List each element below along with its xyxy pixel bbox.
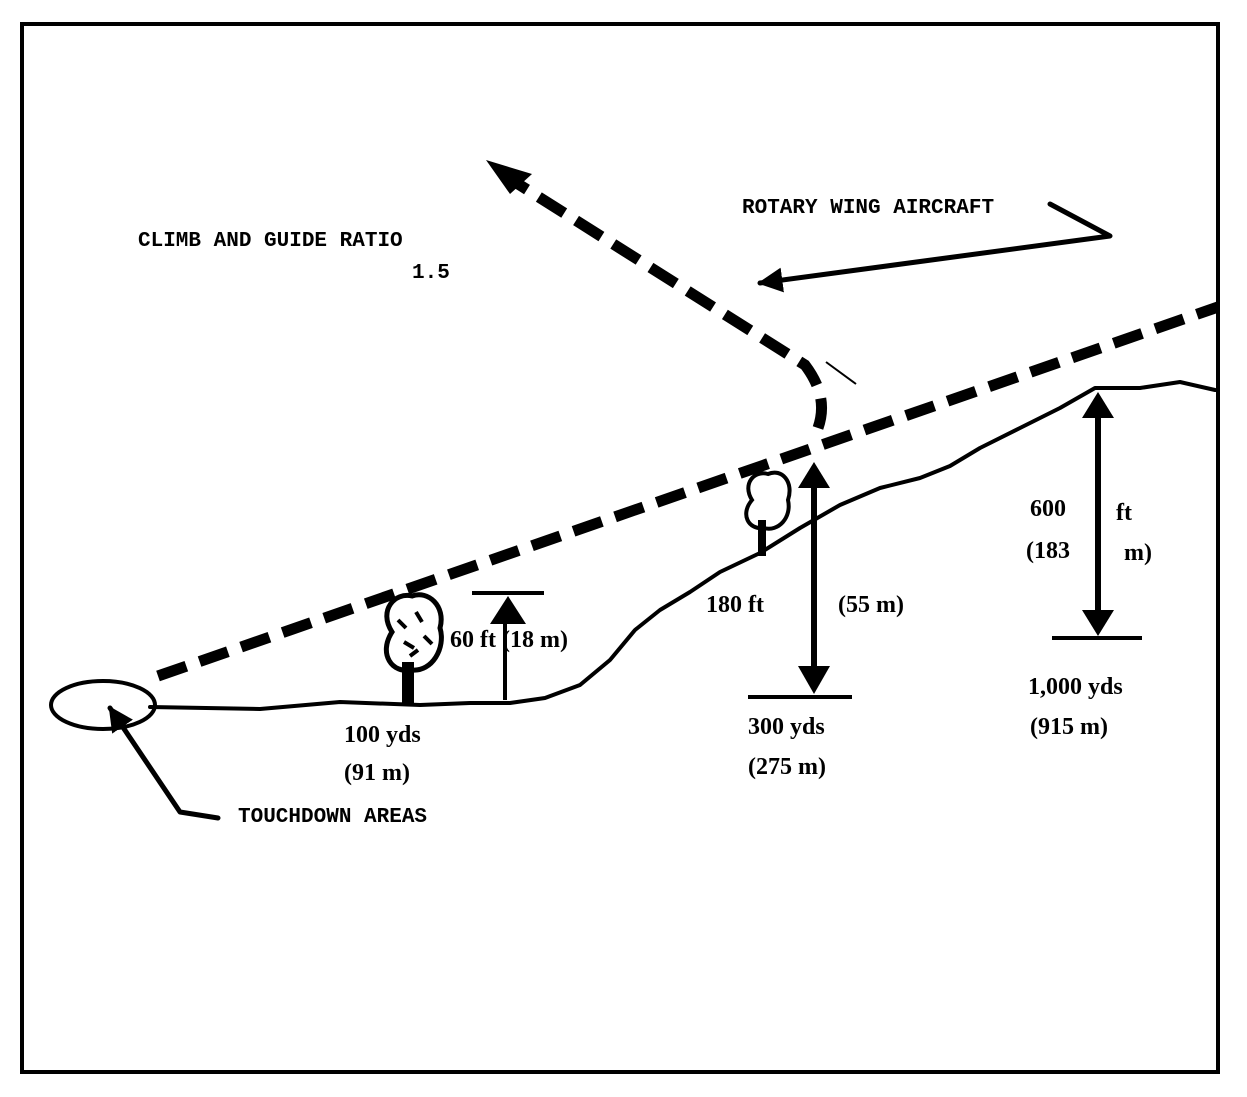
touchdown-label: TOUCHDOWN AREAS: [238, 806, 427, 829]
climb-ratio-value: 1.5: [412, 262, 450, 285]
touchdown-area-shape: [49, 679, 157, 731]
height-600-label-c: (183: [1026, 538, 1070, 564]
rotary-leader: [757, 201, 1113, 293]
distance-1000-yds: 1,000 yds: [1028, 674, 1123, 700]
height-600-label-b: ft: [1116, 500, 1132, 526]
height-600-label-a: 600: [1030, 496, 1066, 522]
distance-100-m: (91 m): [344, 760, 410, 786]
climb-ratio-title: CLIMB AND GUIDE RATIO: [138, 230, 403, 253]
rotary-tick: [825, 361, 857, 385]
terrain-profile: [148, 380, 1217, 711]
distance-300-yds: 300 yds: [748, 714, 825, 740]
rotary-wing-label: ROTARY WING AIRCRAFT: [742, 197, 994, 220]
touchdown-leader: [107, 705, 221, 821]
rotary-arrowhead: [486, 160, 532, 194]
tree-mid-hill: [744, 470, 792, 556]
height-180-ft-label: 180 ft: [706, 592, 764, 618]
rotary-wing-path: [512, 177, 828, 430]
frame-border: [20, 22, 1220, 1074]
height-60-arrow: [490, 596, 526, 624]
height-60-label: 60 ft (18 m): [450, 627, 568, 653]
climb-ratio-line: [156, 301, 1220, 682]
height-600-label-d: m): [1124, 540, 1152, 566]
height-600-arrow-up: [1082, 392, 1114, 418]
height-180-m-label: (55 m): [838, 592, 904, 618]
tree-small-hill: [384, 592, 444, 704]
height-180-arrow-up: [798, 462, 830, 488]
distance-100-yds: 100 yds: [344, 722, 421, 748]
height-180-arrow-down: [798, 666, 830, 694]
distance-300-m: (275 m): [748, 754, 826, 780]
height-600-arrow-down: [1082, 610, 1114, 636]
distance-1000-m: (915 m): [1030, 714, 1108, 740]
